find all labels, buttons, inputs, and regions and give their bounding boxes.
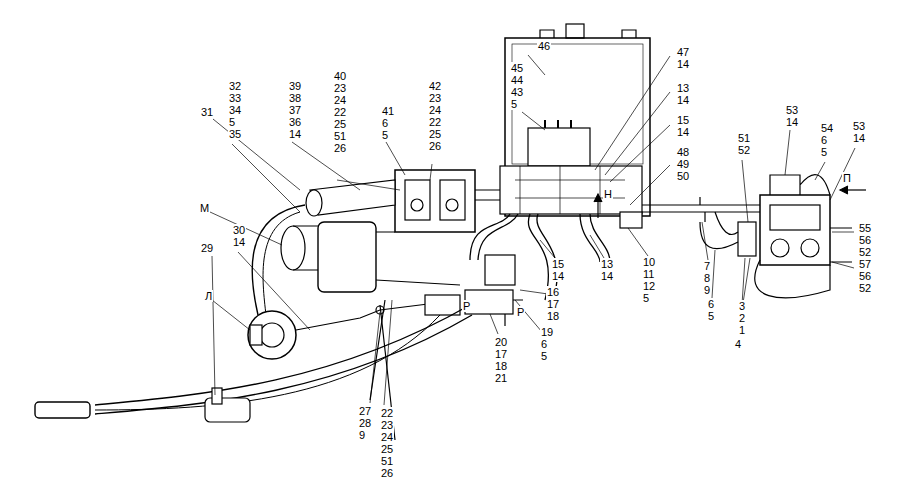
- callout-number: 51 52: [737, 132, 751, 156]
- callout-number: 53 14: [852, 120, 866, 144]
- callout-number: 40 23 24 22 25 51 26: [333, 70, 347, 154]
- callout-number: 39 38 37 36 14: [288, 80, 302, 140]
- callout-number: 41 6 5: [381, 105, 395, 141]
- callout-number: 3 2 1: [738, 300, 746, 336]
- view-letter: Р: [516, 306, 525, 318]
- callout-number: 32 33 34 5 35: [228, 80, 242, 140]
- callout-number: 4: [734, 338, 742, 350]
- callout-number: 54 6 5: [820, 122, 834, 158]
- callout-number: 13 14: [676, 82, 690, 106]
- callout-number: 15 14: [551, 258, 565, 282]
- callout-number: 57 56 52: [858, 258, 872, 294]
- callout-number: 20 17 18 21: [494, 336, 508, 384]
- callout-number: 10 11 12 5: [642, 256, 656, 304]
- callout-number: 45 44 43 5: [510, 62, 524, 110]
- view-letter: П: [842, 172, 852, 184]
- callout-number: 48 49 50: [676, 146, 690, 182]
- callout-number: 42 23 24 22 25 26: [428, 80, 442, 152]
- callout-number: 19 6 5: [540, 326, 554, 362]
- callout-number: 13 14: [600, 258, 614, 282]
- callout-number: 22 23 24 25 51 26: [380, 407, 394, 479]
- callout-number: 47 14: [676, 46, 690, 70]
- callout-number: 30 14: [232, 224, 246, 248]
- callout-number: 46: [537, 40, 551, 52]
- callout-number: 6 5: [707, 298, 715, 322]
- callout-number: 27 28 9: [358, 405, 372, 441]
- callout-number: 7 8 9: [703, 260, 711, 296]
- view-letter: Л: [204, 290, 213, 302]
- callout-number: 16 17 18: [546, 286, 560, 322]
- view-letter: Р: [462, 300, 471, 312]
- callout-number: 15 14: [676, 114, 690, 138]
- callout-number: 55 56 52: [858, 222, 872, 258]
- callout-number: 29: [200, 242, 214, 254]
- view-letter: Н: [603, 188, 613, 200]
- callout-number: 53 14: [785, 104, 799, 128]
- callout-number: 31: [200, 106, 214, 118]
- view-letter: М: [199, 202, 210, 214]
